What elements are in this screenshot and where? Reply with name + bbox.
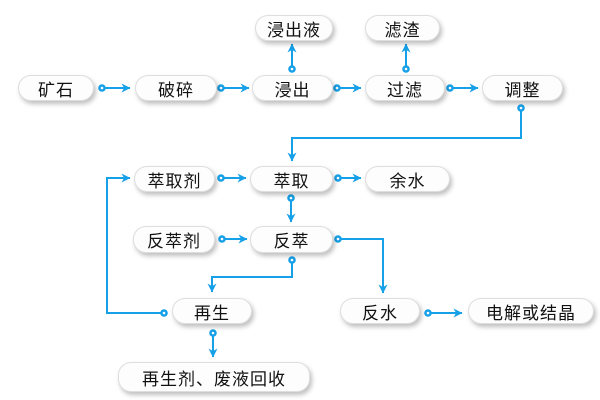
edge-source-dot-icon: [424, 309, 432, 317]
edge-source-dot-icon: [217, 84, 225, 92]
edge-source-dot-icon: [287, 194, 295, 202]
node-adjusting: 调整: [482, 75, 563, 101]
node-strip-liquor: 反水: [340, 298, 420, 324]
edge-source-dot-icon: [334, 174, 342, 182]
node-regenerant-waste-recovery: 再生剂、废液回收: [118, 362, 310, 392]
node-stripping: 反萃: [250, 226, 333, 253]
node-regeneration: 再生: [172, 298, 252, 324]
node-leachate: 浸出液: [255, 15, 333, 41]
edge-source-dot-icon: [209, 329, 217, 337]
node-ore: 矿石: [18, 75, 94, 101]
edge-source-dot-center: [404, 67, 408, 71]
edge-source-dot-center: [519, 106, 523, 110]
node-crushing: 破碎: [135, 75, 217, 101]
edge-source-dot-icon: [402, 65, 410, 73]
edge-source-dot-icon: [333, 84, 341, 92]
edge-source-dot-icon: [98, 84, 106, 92]
edge-source-dot-center: [219, 86, 223, 90]
node-extractant: 萃取剂: [134, 166, 215, 192]
node-leaching: 浸出: [252, 75, 333, 101]
edge-stripping-to-regeneration: [207, 260, 293, 293]
edge-source-dot-center: [290, 258, 294, 262]
edge-source-dot-center: [336, 237, 340, 241]
edge-source-dot-center: [426, 311, 430, 315]
node-filtering: 过滤: [365, 75, 445, 101]
node-filter-residue: 滤渣: [365, 15, 440, 41]
edge-source-dot-icon: [218, 235, 226, 243]
edge-adjusting-to-extraction: [287, 108, 522, 162]
edge-stripping-to-strip-liquor: [338, 238, 388, 294]
edge-source-dot-center: [211, 331, 215, 335]
edge-source-dot-icon: [334, 235, 342, 243]
edge-source-dot-center: [100, 86, 104, 90]
edge-source-dot-icon: [288, 65, 296, 73]
edge-source-dot-icon: [517, 104, 525, 112]
edge-source-dot-center: [220, 237, 224, 241]
edge-source-dot-icon: [288, 256, 296, 264]
node-raffinate: 余水: [365, 166, 450, 192]
edge-source-dot-center: [162, 311, 166, 315]
edge-source-dot-center: [448, 86, 452, 90]
node-extraction: 萃取: [250, 166, 333, 192]
edge-source-dot-icon: [446, 84, 454, 92]
node-electrolysis-or-crystallization: 电解或结晶: [468, 298, 594, 324]
edge-source-dot-center: [219, 176, 223, 180]
edge-source-dot-icon: [217, 174, 225, 182]
edge-source-dot-center: [336, 176, 340, 180]
edge-source-dot-center: [290, 67, 294, 71]
edge-source-dot-center: [289, 196, 293, 200]
node-stripping-agent: 反萃剂: [133, 226, 215, 253]
edge-source-dot-center: [335, 86, 339, 90]
edge-source-dot-icon: [160, 309, 168, 317]
